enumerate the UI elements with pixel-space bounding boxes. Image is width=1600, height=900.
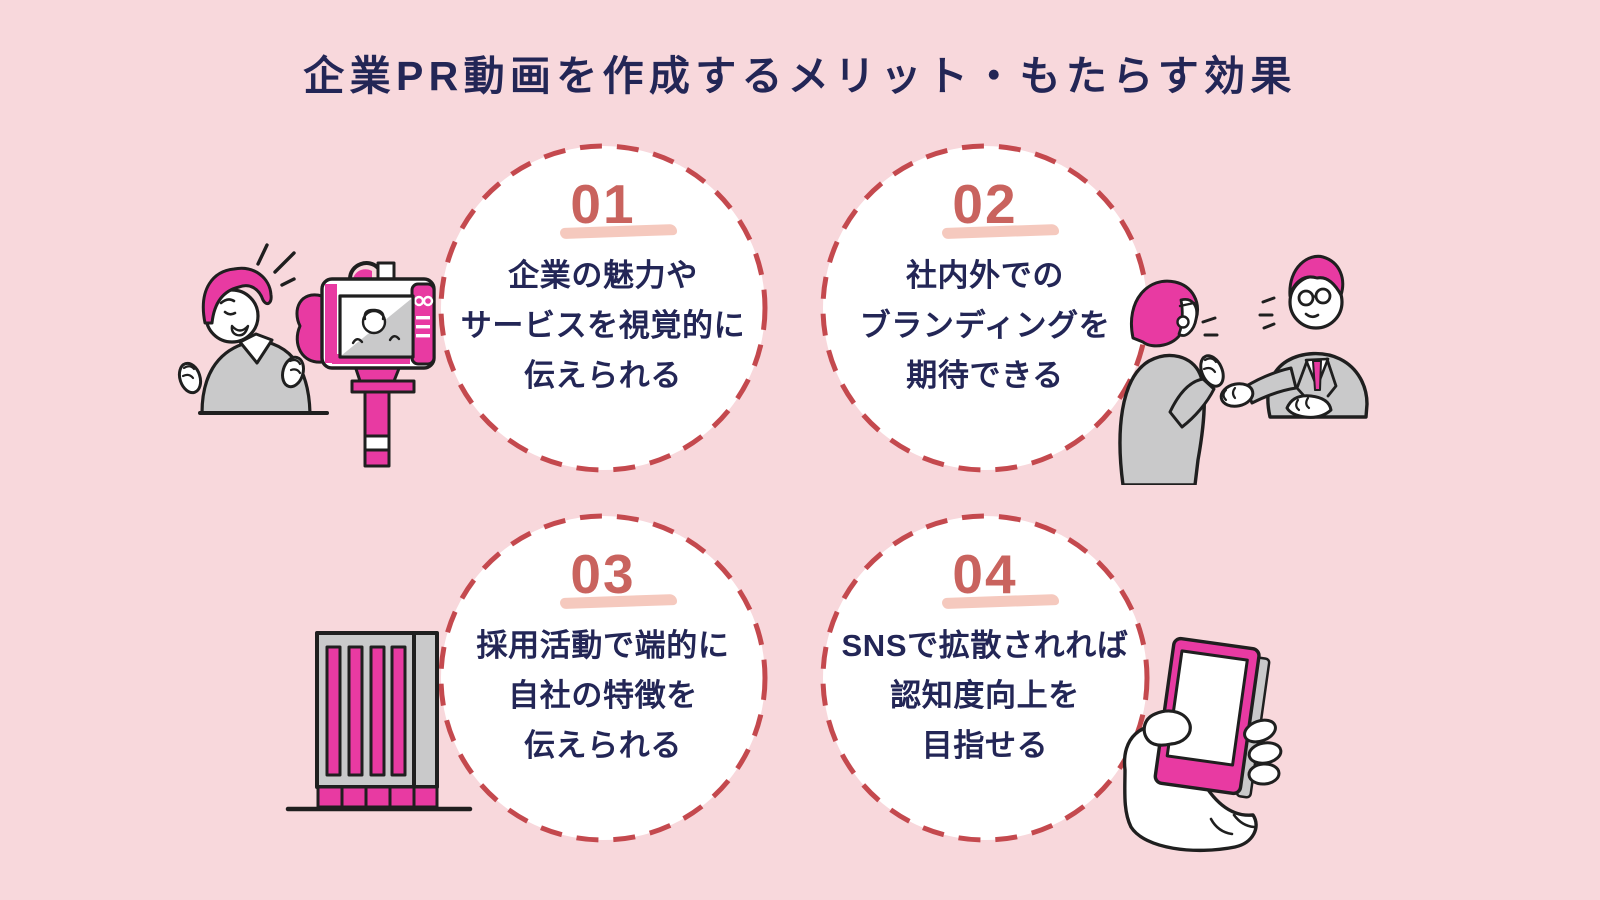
card-text-line: SNSで拡散されれば (841, 628, 1129, 663)
card-content: 02 社内外での ブランディングを 期待できる (818, 141, 1152, 475)
office-building-illustration (285, 631, 473, 812)
card-text: 採用活動で端的に 自社の特徴を 伝えられる (477, 621, 730, 772)
dashed-circle-border (438, 143, 768, 473)
card-content: 04 SNSで拡散されれば 認知度向上を 目指せる (818, 511, 1152, 845)
card-text-line: 目指せる (921, 728, 1049, 764)
card-number: 04 (952, 543, 1018, 605)
dashed-circle-border (820, 513, 1150, 843)
card-text-line: 期待できる (906, 358, 1064, 394)
video-camera-icon (295, 261, 436, 468)
card-number: 01 (570, 173, 636, 235)
card-text-line: 伝えられる (523, 358, 683, 394)
hand-holding-smartphone-illustration (1122, 636, 1283, 853)
extended-hand (1219, 382, 1255, 408)
card-text-line: ブランディングを (859, 308, 1111, 344)
card-text-line: 自社の特徴を (508, 678, 698, 714)
card-content: 01 企業の魅力や サービスを視覚的に 伝えられる (436, 141, 770, 475)
right-hand (281, 355, 305, 389)
building-side-panel (412, 631, 439, 789)
card-content: 03 採用活動で端的に 自社の特徴を 伝えられる (436, 511, 770, 845)
card-number: 03 (570, 543, 636, 605)
card-number-wrap: 03 (560, 547, 678, 610)
resting-hand (1285, 394, 1333, 419)
card-text: SNSで拡散されれば 認知度向上を 目指せる (842, 621, 1129, 772)
card-number-wrap: 02 (942, 177, 1060, 240)
sparkle-lines-icon (1258, 296, 1276, 330)
camera-screen (338, 294, 415, 359)
raised-hand (1199, 354, 1225, 388)
benefit-card-01: 01 企業の魅力や サービスを視覚的に 伝えられる (436, 141, 770, 475)
sparkle-lines-icon (1201, 316, 1219, 337)
speaker-person (177, 266, 329, 415)
card-text-line: 採用活動で端的に (476, 628, 730, 663)
card-text: 社内外での ブランディングを 期待できる (860, 251, 1111, 402)
building-windows (325, 645, 407, 777)
thumb (1142, 709, 1192, 747)
person-filmed-by-video-camera-illustration (177, 243, 436, 468)
page-title: 企業PR動画を作成するメリット・もたらす効果 (303, 53, 1297, 99)
card-number-wrap: 01 (560, 177, 678, 240)
two-businesspeople-talking-illustration (1118, 254, 1369, 485)
benefit-card-02: 02 社内外での ブランディングを 期待できる (818, 141, 1152, 475)
card-number-wrap: 04 (942, 547, 1060, 610)
benefit-card-03: 03 採用活動で端的に 自社の特徴を 伝えられる (436, 511, 770, 845)
card-number: 02 (952, 173, 1018, 235)
card-text-line: 認知度向上を (890, 678, 1080, 714)
sparkle-lines-icon (256, 243, 296, 287)
benefit-card-04: 04 SNSで拡散されれば 認知度向上を 目指せる (818, 511, 1152, 845)
businessman-back-view (1118, 279, 1225, 485)
card-text-line: 企業の魅力や (508, 258, 698, 293)
card-text-line: サービスを視覚的に (460, 308, 746, 344)
left-hand (177, 361, 203, 395)
dashed-circle-border (438, 513, 768, 843)
building-base-blocks (316, 785, 439, 809)
gripping-fingers (1243, 718, 1283, 786)
card-text-line: 伝えられる (523, 728, 683, 764)
card-text-line: 社内外での (905, 258, 1065, 293)
card-text: 企業の魅力や サービスを視覚的に 伝えられる (461, 251, 746, 402)
businessman-facing (1219, 254, 1369, 419)
knuckle-lines (1209, 813, 1256, 836)
